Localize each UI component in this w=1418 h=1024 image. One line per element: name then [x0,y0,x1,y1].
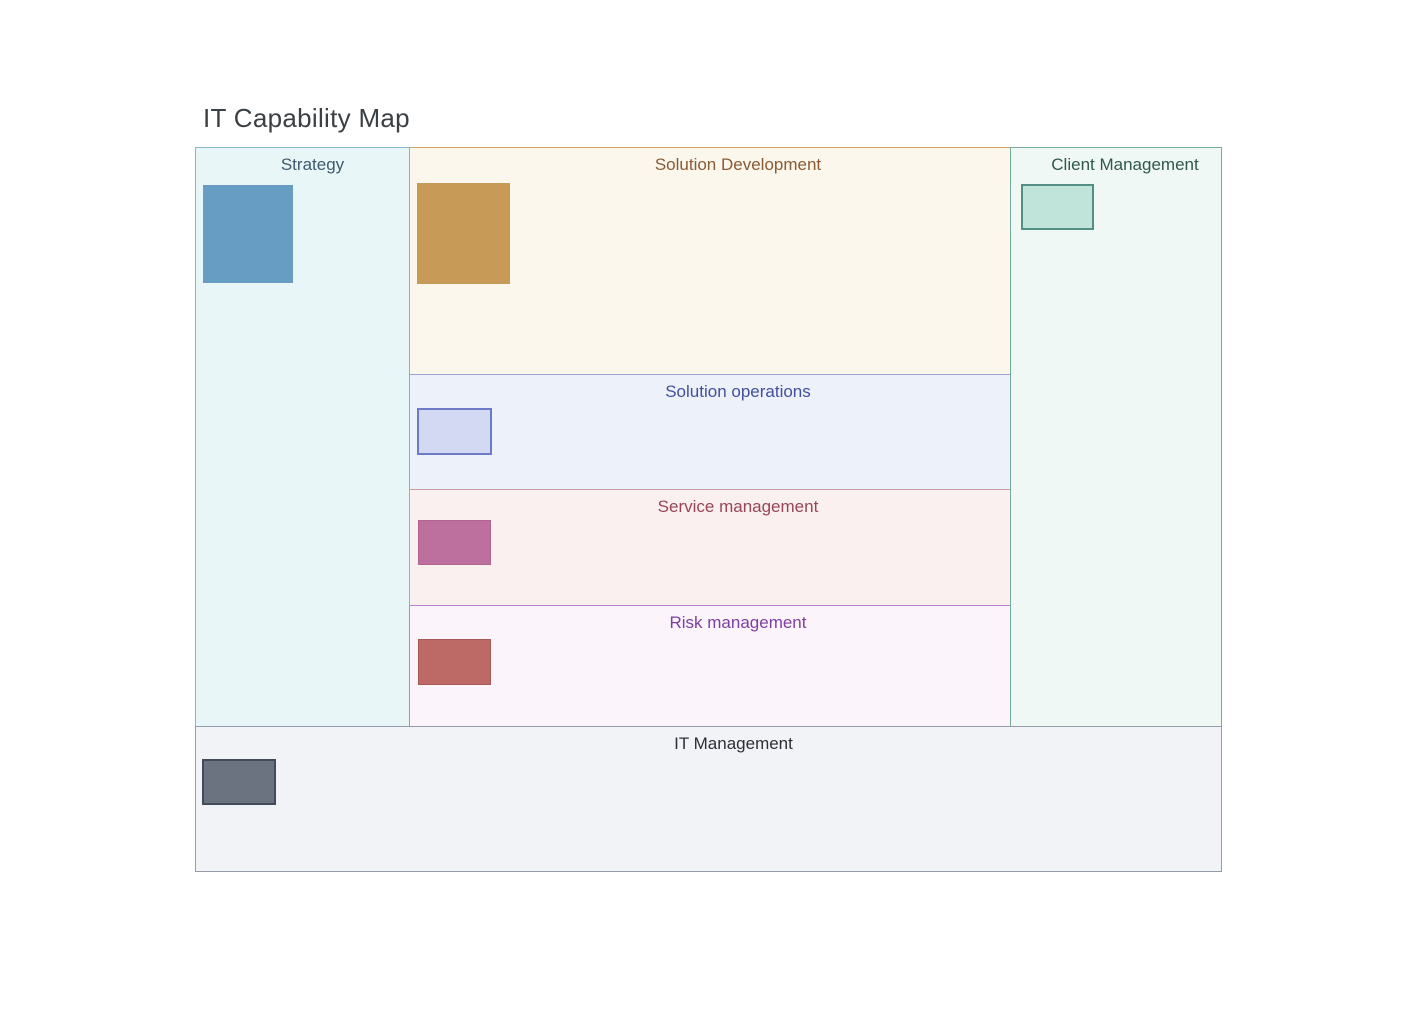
strategy-capability-box[interactable] [203,185,293,283]
lane-client-management-label: Client Management [1051,155,1199,174]
page-title: IT Capability Map [203,103,410,133]
lane-solution-operations-label: Solution operations [665,382,811,401]
lane-risk-management-label: Risk management [669,613,807,632]
capability-map: Strategy Solution Development Solution o… [195,147,1222,872]
lane-solution-development-label: Solution Development [654,155,822,174]
client-management-capability-box[interactable] [1021,184,1094,230]
lane-strategy[interactable]: Strategy [195,147,410,727]
lane-service-management-label: Service management [657,497,819,516]
lane-client-management[interactable]: Client Management [1010,147,1222,727]
lane-risk-management[interactable]: Risk management [409,605,1011,727]
lane-it-management-label: IT Management [674,734,793,753]
service-management-capability-box[interactable] [418,520,491,565]
lane-strategy-label: Strategy [280,155,345,174]
solution-development-capability-box[interactable] [417,183,510,284]
lane-solution-operations[interactable]: Solution operations [409,374,1011,490]
lane-solution-development[interactable]: Solution Development [409,147,1011,375]
risk-management-capability-box[interactable] [418,639,491,685]
lane-it-management[interactable]: IT Management [195,726,1222,872]
it-management-capability-box[interactable] [202,759,276,805]
solution-operations-capability-box[interactable] [417,408,492,455]
lane-service-management[interactable]: Service management [409,489,1011,606]
